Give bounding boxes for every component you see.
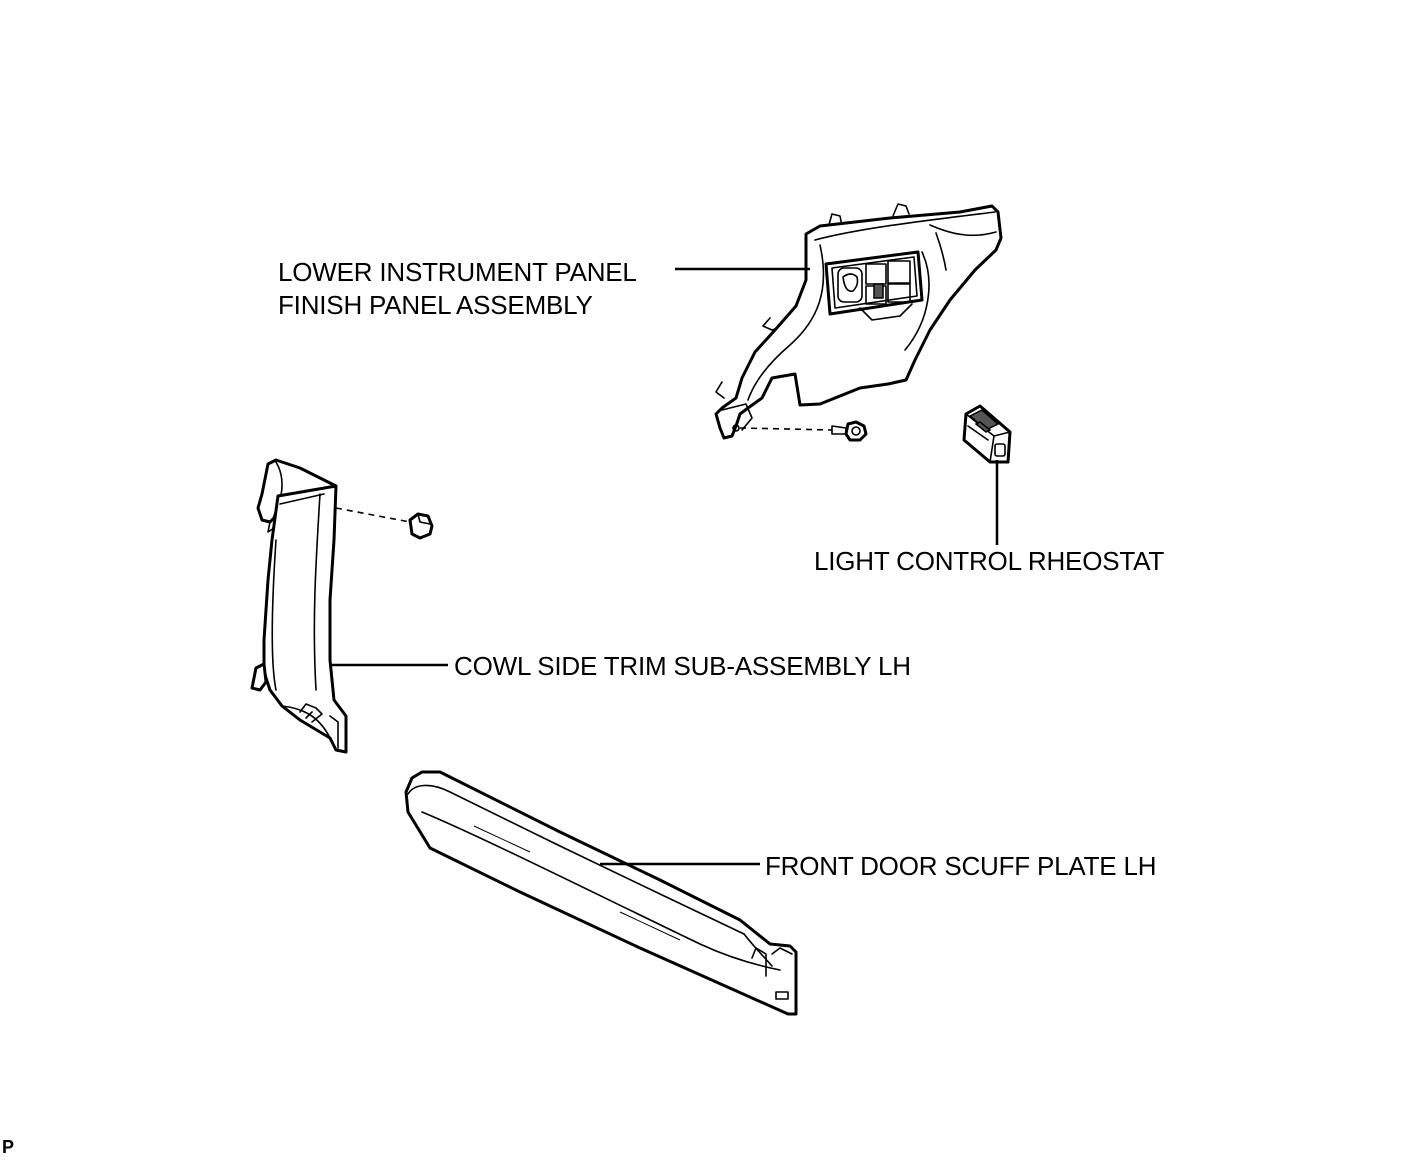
corner-mark: P <box>2 1137 15 1157</box>
lower-panel-label-line1: LOWER INSTRUMENT PANEL <box>278 257 637 287</box>
cowl-side-trim <box>250 458 348 754</box>
lower-instrument-panel-finish-panel <box>714 203 1003 440</box>
cowl-clip <box>335 507 434 540</box>
screw <box>739 420 868 442</box>
rheostat-label: LIGHT CONTROL RHEOSTAT <box>814 546 1165 576</box>
lower-panel-label-line2: FINISH PANEL ASSEMBLY <box>278 290 593 320</box>
scuff-plate-label: FRONT DOOR SCUFF PLATE LH <box>765 851 1157 881</box>
front-door-scuff-plate <box>404 770 798 1016</box>
cowl-side-trim-label: COWL SIDE TRIM SUB-ASSEMBLY LH <box>454 651 911 681</box>
light-control-rheostat <box>962 404 1012 464</box>
